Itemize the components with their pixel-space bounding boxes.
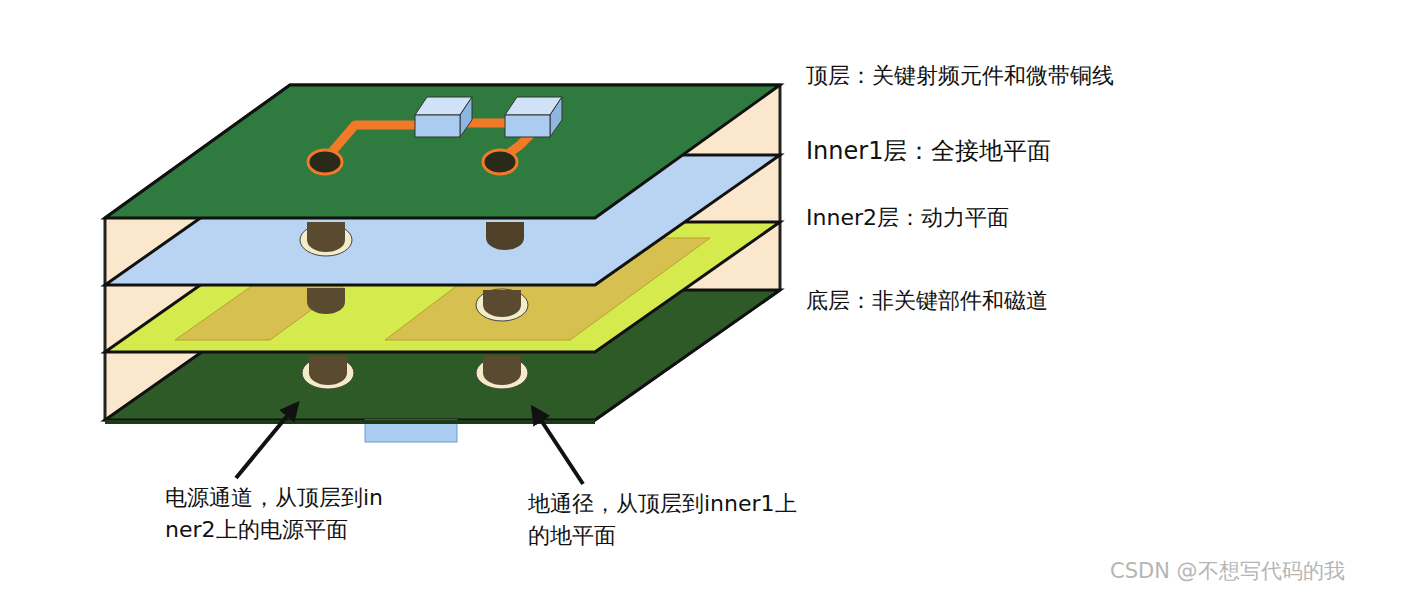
callout-arrow [236,404,297,478]
layer-label: 顶层：关键射频元件和微带铜线 [806,60,1226,92]
layer-label: Inner2层：动力平面 [806,202,1226,234]
vias [300,222,528,389]
layer-label: 底层：非关键部件和磁道 [806,285,1226,317]
callout-text: 地通径，从顶层到inner1上的地平面 [528,488,818,552]
callout-arrow [533,408,583,484]
bottom-edge [105,420,595,424]
rf-component [415,97,562,137]
top-layer [105,85,780,218]
substrate [105,85,780,420]
callout-text: 电源通道，从顶层到inner2上的电源平面 [165,482,395,546]
watermark: CSDN @不想写代码的我 [1110,556,1410,586]
layer-label: Inner1层：全接地平面 [806,134,1226,169]
